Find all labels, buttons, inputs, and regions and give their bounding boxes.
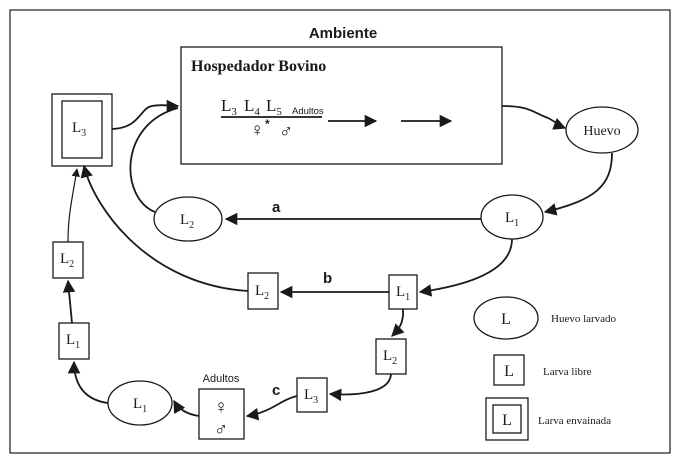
legend-double-box-symbol: L: [502, 412, 512, 429]
host-female-symbol: ♀: [250, 120, 264, 141]
arrow-l2b-to-l3: [80, 164, 249, 292]
host-box: [180, 46, 503, 165]
legend-box-symbol: L: [504, 363, 514, 380]
host-stage-l3: L3: [221, 96, 237, 118]
arrow-l1-to-box-b: [418, 238, 513, 297]
arrow-route-c: [245, 395, 298, 421]
adults-male-symbol: ♂: [214, 419, 228, 440]
arrow-box-left-to-l2: [62, 279, 76, 324]
arrow-l2-left-to-l3: [67, 168, 80, 243]
arrow-l1b-to-l2c: [391, 308, 405, 337]
legend-oval-symbol: L: [501, 311, 511, 328]
legend-oval-text: Huevo larvado: [551, 313, 617, 325]
arrow-l2c-to-l3c: [328, 373, 392, 402]
environment-frame: [9, 9, 671, 454]
legend-box: [493, 354, 525, 386]
route-label-a: a: [272, 199, 281, 216]
arrow-l1-to-box-left: [67, 360, 109, 404]
arrow-adults-to-l1: [173, 399, 200, 417]
node-huevo-label: Huevo: [583, 124, 620, 139]
host-title: Hospedador Bovino: [191, 58, 326, 75]
arrow-huevo-to-l1: [543, 152, 613, 216]
node-adults-box: [198, 388, 245, 440]
node-l3-sheathed-inner: [61, 100, 103, 159]
route-label-b: b: [323, 270, 332, 287]
host-stage-l5: L5: [266, 96, 282, 118]
node-l2-box-b: [247, 272, 279, 310]
node-l1-box-b-label: L1: [396, 284, 410, 303]
host-female-mark: *: [265, 117, 270, 131]
node-l1-oval-right-label: L1: [505, 210, 519, 229]
arrow-l3-to-host: [111, 99, 180, 130]
adults-female-symbol: ♀: [214, 397, 228, 418]
node-l1-oval-left-label: L1: [133, 396, 147, 415]
arrow-l2-to-host: [129, 107, 179, 213]
host-stage-l4: L4: [244, 96, 260, 118]
node-l2-box-c: [375, 338, 407, 375]
node-huevo: [565, 106, 639, 154]
node-l1-box-left-label: L1: [66, 332, 80, 351]
node-l1-box-b: [388, 274, 418, 310]
node-l2-box-c-label: L2: [383, 348, 397, 367]
host-stages: L3 L4 L5 Adultos ♀ * ♂: [221, 96, 453, 142]
node-l2-oval: [153, 196, 223, 242]
node-l3-box-c-label: L3: [304, 387, 318, 406]
host-male-symbol: ♂: [279, 121, 293, 142]
host-adults-label: Adultos: [292, 106, 324, 117]
legend-double-box-text: Larva envainada: [538, 415, 611, 427]
node-l2-box-b-label: L2: [255, 283, 269, 302]
node-l1-box-left: [58, 322, 90, 360]
node-l2-oval-label: L2: [180, 212, 194, 231]
legend-box-text: Larva libre: [543, 366, 592, 378]
cycle-arrows: [62, 99, 613, 421]
arrow-host-to-huevo: [501, 105, 567, 130]
node-l3-sheathed-label: L3: [72, 120, 86, 139]
legend-double-box-inner: [492, 404, 522, 434]
legend-oval: [473, 296, 539, 340]
environment-title: Ambiente: [309, 25, 377, 42]
adults-box-title: Adultos: [203, 373, 240, 385]
node-l2-box-left-label: L2: [60, 251, 74, 270]
legend: L Huevo larvado L Larva libre L Larva en…: [473, 296, 617, 441]
route-label-c: c: [272, 382, 280, 399]
node-l3-box-c: [296, 377, 328, 413]
